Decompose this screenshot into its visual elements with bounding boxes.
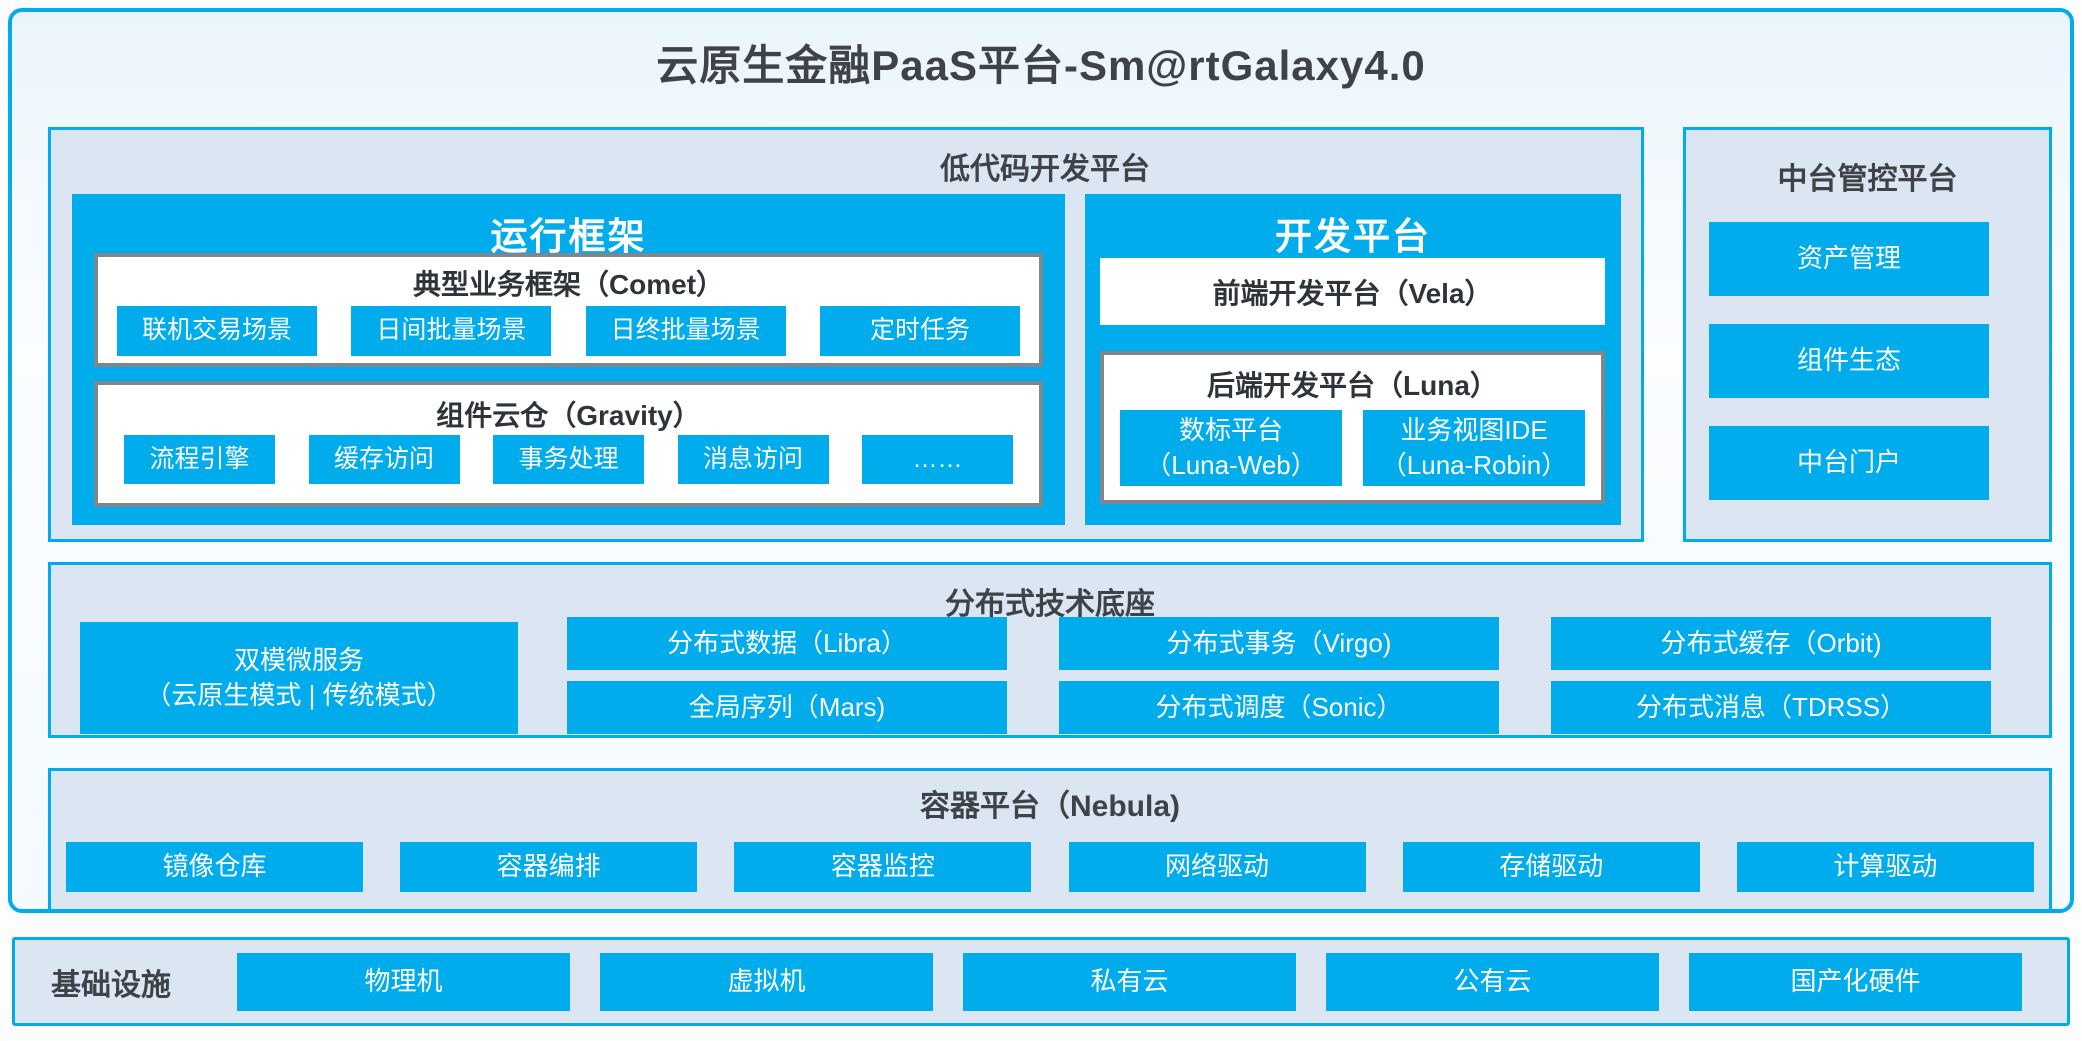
panel-lowcode-title: 低代码开发平台 bbox=[940, 153, 1150, 186]
comet-items-row: 联机交易场景 日间批量场景 日终批量场景 定时任务 bbox=[117, 306, 1020, 356]
luna-item-line2: （Luna-Web） bbox=[1145, 450, 1317, 480]
distributed-item: 分布式调度（Sonic） bbox=[1059, 681, 1499, 734]
luna-item-line2: （Luna-Robin） bbox=[1380, 450, 1568, 480]
container-item: 容器编排 bbox=[400, 842, 698, 892]
gravity-title: 组件云仓（Gravity） bbox=[436, 400, 701, 431]
dev-platform-title: 开发平台 bbox=[1275, 216, 1431, 257]
luna-items-row: 数标平台 （Luna-Web） 业务视图IDE （Luna-Robin） bbox=[1120, 410, 1585, 486]
panel-midplatform: 中台管控平台 资产管理 组件生态 中台门户 bbox=[1683, 127, 2052, 542]
comet-item: 日间批量场景 bbox=[351, 306, 552, 356]
panel-container-platform: 容器平台（Nebula) 镜像仓库 容器编排 容器监控 网络驱动 存储驱动 计算… bbox=[48, 768, 2052, 912]
luna-item-line1: 数标平台 bbox=[1178, 414, 1283, 445]
gravity-item: 缓存访问 bbox=[308, 435, 460, 484]
box-vela: 前端开发平台（Vela） bbox=[1100, 258, 1605, 325]
container-items-row: 镜像仓库 容器编排 容器监控 网络驱动 存储驱动 计算驱动 bbox=[66, 842, 2034, 892]
midplatform-item: 中台门户 bbox=[1709, 426, 1989, 500]
luna-item: 业务视图IDE （Luna-Robin） bbox=[1363, 410, 1585, 486]
infrastructure-item: 私有云 bbox=[963, 953, 1296, 1011]
vela-label: 前端开发平台（Vela） bbox=[1212, 277, 1493, 309]
infrastructure-item: 物理机 bbox=[237, 953, 570, 1011]
gravity-item: 流程引擎 bbox=[124, 435, 275, 484]
dual-mode-microservice: 双模微服务 （云原生模式 | 传统模式） bbox=[80, 622, 518, 734]
box-dev-platform: 开发平台 前端开发平台（Vela） 后端开发平台（Luna） 数标平台 （Lun… bbox=[1085, 194, 1621, 525]
gravity-items-row: 流程引擎 缓存访问 事务处理 消息访问 …… bbox=[124, 435, 1013, 484]
midplatform-item: 组件生态 bbox=[1709, 324, 1989, 398]
distributed-item: 分布式事务（Virgo) bbox=[1059, 617, 1499, 670]
luna-item: 数标平台 （Luna-Web） bbox=[1120, 410, 1342, 486]
panel-distributed: 分布式技术底座 双模微服务 （云原生模式 | 传统模式） 分布式数据（Libra… bbox=[48, 562, 2052, 738]
distributed-item: 分布式缓存（Orbit) bbox=[1551, 617, 1991, 670]
luna-title: 后端开发平台（Luna） bbox=[1207, 370, 1498, 401]
container-item: 计算驱动 bbox=[1736, 842, 2034, 892]
container-item: 容器监控 bbox=[734, 842, 1032, 892]
panel-infrastructure: 基础设施 物理机 虚拟机 私有云 公有云 国产化硬件 bbox=[12, 937, 2070, 1026]
distributed-item: 全局序列（Mars) bbox=[567, 681, 1007, 734]
container-item: 存储驱动 bbox=[1402, 842, 1700, 892]
luna-item-line1: 业务视图IDE bbox=[1400, 414, 1548, 445]
container-item: 网络驱动 bbox=[1068, 842, 1366, 892]
box-comet: 典型业务框架（Comet） 联机交易场景 日间批量场景 日终批量场景 定时任务 bbox=[94, 253, 1043, 367]
dual-mode-line1: 双模微服务 bbox=[233, 644, 364, 675]
panel-midplatform-title: 中台管控平台 bbox=[1777, 163, 1958, 196]
distributed-item: 分布式数据（Libra） bbox=[567, 617, 1007, 670]
midplatform-item: 资产管理 bbox=[1709, 222, 1989, 296]
comet-item: 日终批量场景 bbox=[585, 306, 786, 356]
main-frame: 云原生金融PaaS平台-Sm@rtGalaxy4.0 低代码开发平台 运行框架 … bbox=[8, 8, 2074, 913]
gravity-item: …… bbox=[862, 435, 1013, 484]
panel-distributed-title: 分布式技术底座 bbox=[945, 588, 1155, 621]
comet-item: 联机交易场景 bbox=[117, 306, 317, 356]
box-gravity: 组件云仓（Gravity） 流程引擎 缓存访问 事务处理 消息访问 …… bbox=[94, 381, 1043, 507]
dual-mode-line2: （云原生模式 | 传统模式） bbox=[145, 680, 453, 710]
infrastructure-item: 公有云 bbox=[1326, 953, 1659, 1011]
container-item: 镜像仓库 bbox=[66, 842, 363, 892]
page-title: 云原生金融PaaS平台-Sm@rtGalaxy4.0 bbox=[656, 42, 1426, 89]
panel-lowcode: 低代码开发平台 运行框架 典型业务框架（Comet） 联机交易场景 日间批量场景… bbox=[48, 127, 1644, 542]
distributed-item: 分布式消息（TDRSS） bbox=[1551, 681, 1991, 734]
panel-container-title: 容器平台（Nebula) bbox=[919, 790, 1180, 823]
infrastructure-item: 虚拟机 bbox=[600, 953, 933, 1011]
infrastructure-item: 国产化硬件 bbox=[1689, 953, 2022, 1011]
infrastructure-title: 基础设施 bbox=[51, 968, 171, 1002]
box-luna: 后端开发平台（Luna） 数标平台 （Luna-Web） 业务视图IDE （Lu… bbox=[1100, 351, 1605, 504]
comet-title: 典型业务框架（Comet） bbox=[412, 269, 725, 300]
comet-item: 定时任务 bbox=[819, 306, 1020, 356]
box-runtime-framework: 运行框架 典型业务框架（Comet） 联机交易场景 日间批量场景 日终批量场景 … bbox=[72, 194, 1065, 525]
gravity-item: 消息访问 bbox=[677, 435, 829, 484]
runtime-framework-title: 运行框架 bbox=[490, 216, 647, 257]
gravity-item: 事务处理 bbox=[493, 435, 644, 484]
infrastructure-items-row: 物理机 虚拟机 私有云 公有云 国产化硬件 bbox=[237, 953, 2022, 1011]
